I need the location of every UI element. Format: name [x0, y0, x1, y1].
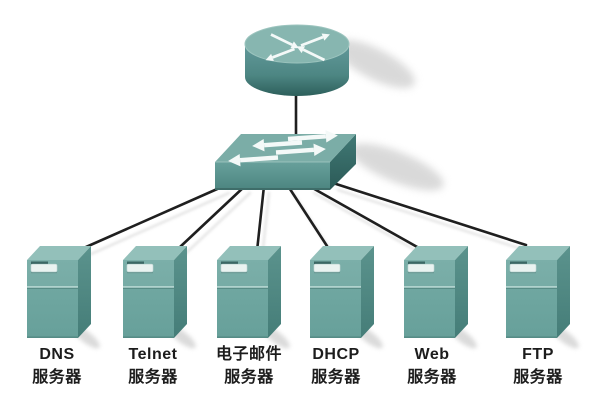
label-dns-server: DNS 服务器 [2, 344, 112, 389]
cable-switch-ftp [331, 181, 528, 247]
label-line2: 服务器 [224, 369, 274, 386]
server-icon-dhcp [309, 245, 375, 339]
router-icon [244, 24, 350, 96]
label-email-server: 电子邮件 服务器 [194, 344, 304, 389]
label-line1: DNS [39, 346, 75, 363]
label-line2: 服务器 [311, 369, 361, 386]
label-line2: 服务器 [128, 369, 178, 386]
cable-switch-telnet [178, 184, 247, 249]
label-line1: Web [414, 346, 450, 363]
switch-icon [215, 129, 356, 190]
server-icon-dns [26, 245, 92, 339]
label-line2: 服务器 [407, 369, 457, 386]
label-line1: FTP [522, 346, 554, 363]
server-icon-telnet [122, 245, 188, 339]
server-icon-web [403, 245, 469, 339]
server-icon-ftp [505, 245, 571, 339]
label-telnet-server: Telnet 服务器 [98, 344, 208, 389]
label-dhcp-server: DHCP 服务器 [281, 344, 391, 389]
cable-switch-email [255, 184, 266, 253]
servers [26, 245, 571, 339]
label-web-server: Web 服务器 [377, 344, 487, 389]
cable-switch-web [307, 184, 421, 250]
cable-switch-dns [84, 184, 226, 249]
label-line2: 服务器 [513, 369, 563, 386]
label-line1: Telnet [128, 346, 178, 363]
cable-switch-dhcp [286, 184, 329, 248]
label-line1: 电子邮件 [215, 346, 282, 363]
label-line1: DHCP [312, 346, 360, 363]
server-icon-email [216, 245, 282, 339]
label-line2: 服务器 [32, 369, 82, 386]
label-ftp-server: FTP 服务器 [483, 344, 593, 389]
